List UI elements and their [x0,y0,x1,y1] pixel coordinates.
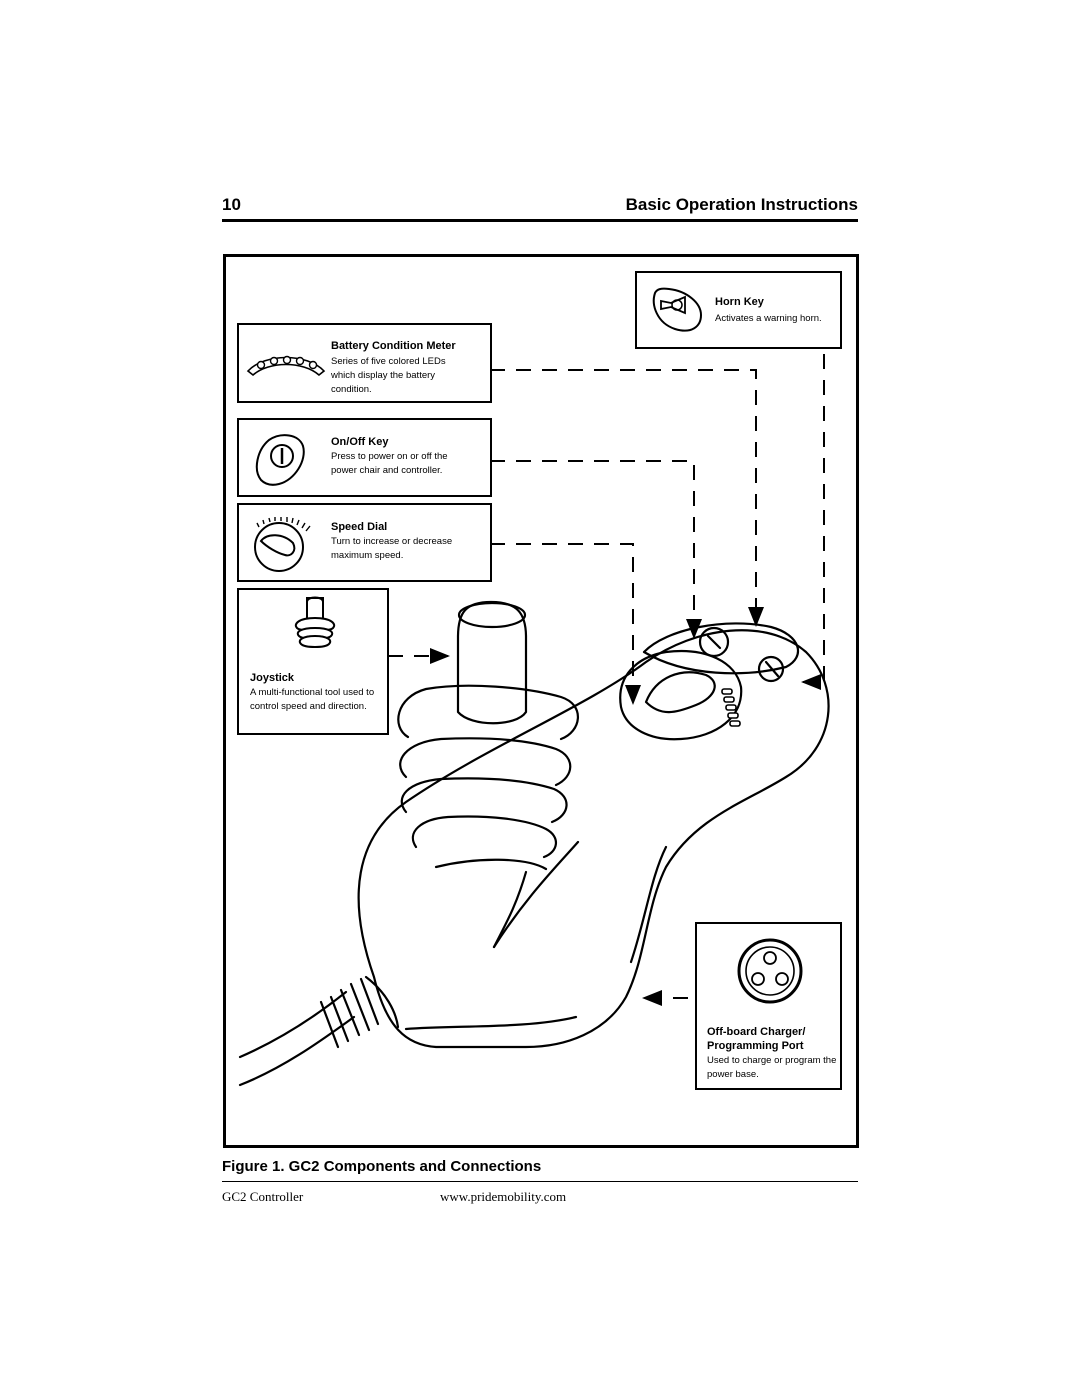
power-key-icon [255,434,305,486]
battery-meter-description: Series of five colored LEDs which displa… [331,356,446,395]
charger-port-description: Used to charge or program the power base… [707,1055,837,1080]
three-pin-port-icon [737,938,803,1004]
battery-meter-title: Battery Condition Meter [331,340,456,352]
horn-key-title: Horn Key [715,296,764,308]
charger-port-callout: Off-board Charger/ Programming Port Used… [695,922,842,1090]
footer-rule [222,1181,858,1182]
footer-website-link[interactable]: www.pridemobility.com [440,1189,567,1204]
header-rule [222,219,858,222]
section-title: Basic Operation Instructions [625,195,858,214]
speed-dial-description: Turn to increase or decrease maximum spe… [331,536,453,561]
joystick-icon [294,596,336,648]
on-off-key-description: Press to power on or off the power chair… [331,451,448,476]
gc2-controller-illustration [238,354,830,1087]
joystick-callout: Joystick A multi-functional tool used to… [237,588,389,735]
horn-key-icon [652,287,703,332]
footer-document-title: GC2 Controller [222,1189,304,1204]
figure-frame: Horn Key Activates a warning horn. Batte… [223,254,859,1148]
figure-caption: Figure 1. GC2 Components and Connections [222,1158,542,1175]
speed-dial-icon [254,517,311,572]
on-off-key-title: On/Off Key [331,436,389,448]
horn-key-callout: Horn Key Activates a warning horn. [635,271,842,349]
page-number: 10 [222,195,241,214]
speed-dial-title: Speed Dial [331,521,388,533]
speed-dial-callout: Speed Dial Turn to increase or decrease … [237,503,492,582]
joystick-description: A multi-functional tool used to control … [250,687,375,712]
on-off-key-callout: On/Off Key Press to power on or off the … [237,418,492,497]
charger-port-title: Off-board Charger/ Programming Port [707,1026,806,1052]
battery-led-meter-icon [246,355,326,377]
battery-meter-callout: Battery Condition Meter Series of five c… [237,323,492,403]
joystick-title: Joystick [250,672,295,684]
horn-key-description: Activates a warning horn. [715,313,822,324]
